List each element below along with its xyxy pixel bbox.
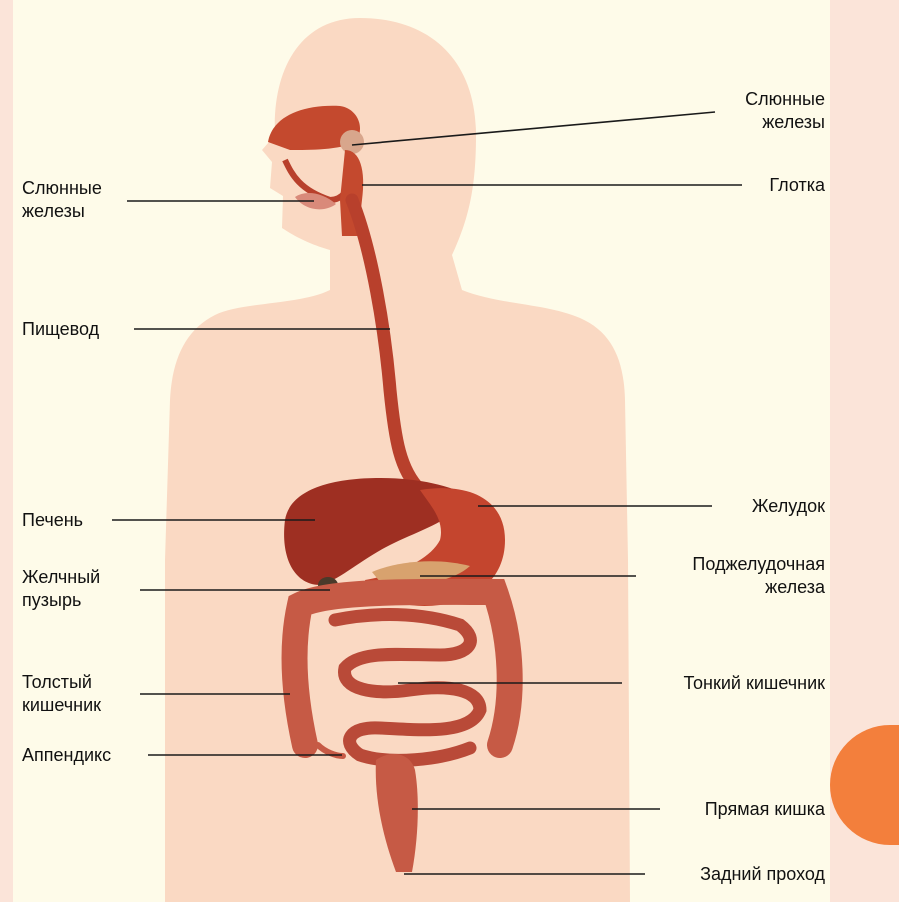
salivary-gland-upper [340, 130, 364, 154]
label-appendix: Аппендикс [22, 744, 111, 767]
label-pancreas: Поджелудочная железа [692, 553, 825, 599]
label-stomach: Желудок [752, 495, 825, 518]
label-small-intestine: Тонкий кишечник [683, 672, 825, 695]
label-gallbladder: Желчный пузырь [22, 566, 100, 612]
label-liver: Печень [22, 509, 83, 532]
label-rectum: Прямая кишка [705, 798, 825, 821]
label-salivary-glands-left: Слюнные железы [22, 177, 102, 223]
label-anus: Задний проход [700, 863, 825, 886]
label-pharynx: Глотка [769, 174, 825, 197]
label-esophagus: Пищевод [22, 318, 99, 341]
label-salivary-glands-right: Слюнные железы [745, 88, 825, 134]
label-large-intestine: Толстый кишечник [22, 671, 101, 717]
